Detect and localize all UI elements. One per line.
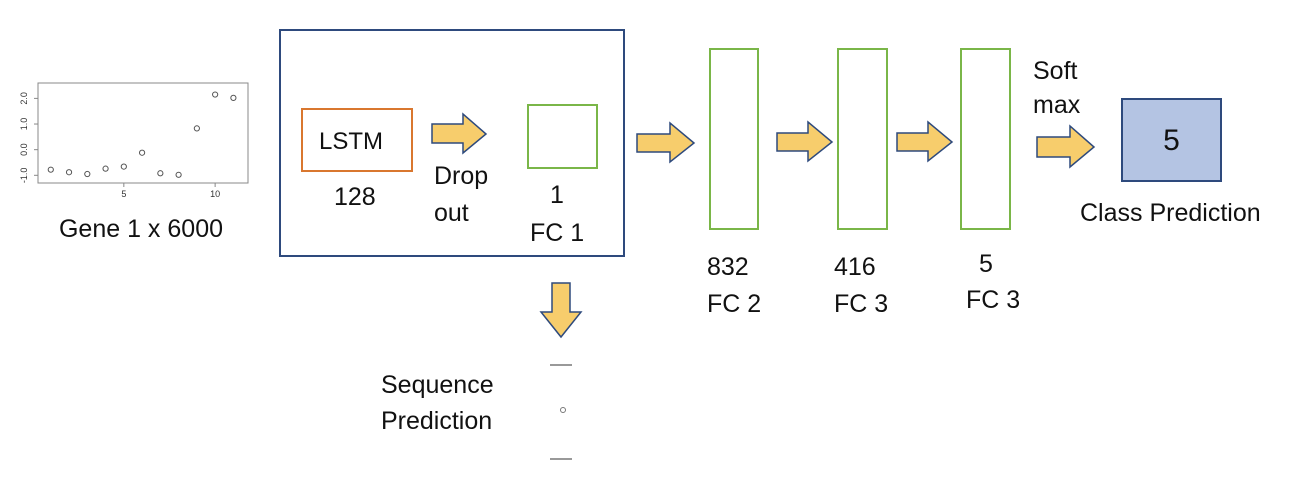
arrow-lstm-to-dropout bbox=[431, 112, 488, 155]
lstm-box: LSTM bbox=[301, 108, 413, 172]
fc1-box bbox=[527, 104, 598, 169]
softmax-line2: max bbox=[1033, 91, 1081, 119]
scatter-point bbox=[120, 163, 127, 170]
arrow-down-to-sequence bbox=[539, 282, 583, 339]
arrow-shape bbox=[539, 282, 583, 339]
sequence-prediction-plot bbox=[550, 364, 572, 460]
plot-frame bbox=[37, 82, 249, 184]
scatter-point bbox=[138, 149, 146, 156]
arrow-shape bbox=[431, 112, 488, 155]
scatter-point bbox=[47, 166, 54, 173]
fc2-box bbox=[709, 48, 759, 230]
y-tick-label: 1.0 bbox=[19, 118, 29, 131]
input-scatter-plot: 2.0 1.0 0.0 -1.0 5 10 bbox=[19, 82, 249, 199]
scatter-point bbox=[175, 171, 182, 178]
y-tick-label: -1.0 bbox=[19, 168, 29, 184]
x-tick-label: 10 bbox=[210, 189, 220, 199]
fc3b-label: FC 3 bbox=[966, 286, 1021, 314]
fc3a-units: 416 bbox=[834, 253, 876, 281]
arrow-shape bbox=[1036, 124, 1096, 169]
arrow-fc2-to-fc3a bbox=[776, 120, 834, 163]
arrow-shape bbox=[896, 120, 954, 163]
lstm-label: LSTM bbox=[319, 128, 384, 155]
arrow-shape bbox=[776, 120, 834, 163]
dropout-line1: Drop bbox=[434, 162, 489, 190]
x-tick-label: 5 bbox=[121, 189, 126, 199]
fc3b-units: 5 bbox=[979, 250, 993, 278]
lstm-units: 128 bbox=[334, 183, 376, 211]
scatter-point bbox=[157, 170, 164, 177]
scatter-point bbox=[212, 91, 219, 98]
arrow-box-to-fc2 bbox=[636, 121, 696, 164]
fc3b-box bbox=[960, 48, 1011, 230]
class-prediction-label: Class Prediction bbox=[1080, 199, 1261, 227]
sequence-line2: Prediction bbox=[381, 407, 493, 435]
class-prediction-box: 5 bbox=[1121, 98, 1222, 182]
fc1-label: FC 1 bbox=[530, 219, 585, 247]
fc2-label: FC 2 bbox=[707, 290, 762, 318]
y-tick-label: 0.0 bbox=[19, 143, 29, 156]
fc1-units: 1 bbox=[550, 181, 564, 209]
fc3a-box bbox=[837, 48, 888, 230]
softmax-line1: Soft bbox=[1033, 57, 1078, 85]
class-prediction-value: 5 bbox=[1163, 124, 1180, 157]
scatter-point bbox=[84, 170, 91, 178]
fc3a-label: FC 3 bbox=[834, 290, 889, 318]
input-label: Gene 1 x 6000 bbox=[58, 215, 223, 243]
arrow-shape bbox=[636, 121, 696, 164]
scatter-point bbox=[230, 94, 237, 101]
dropout-line2: out bbox=[434, 199, 469, 227]
scatter-point bbox=[193, 125, 200, 132]
sequence-line1: Sequence bbox=[381, 371, 494, 399]
arrow-fc3a-to-fc3b bbox=[896, 120, 954, 163]
arrow-softmax-to-output bbox=[1036, 124, 1096, 169]
lstm-block-frame bbox=[279, 29, 625, 257]
y-tick-label: 2.0 bbox=[19, 92, 29, 105]
scatter-point bbox=[102, 165, 109, 172]
fc2-units: 832 bbox=[707, 253, 749, 281]
scatter-point bbox=[65, 169, 73, 176]
